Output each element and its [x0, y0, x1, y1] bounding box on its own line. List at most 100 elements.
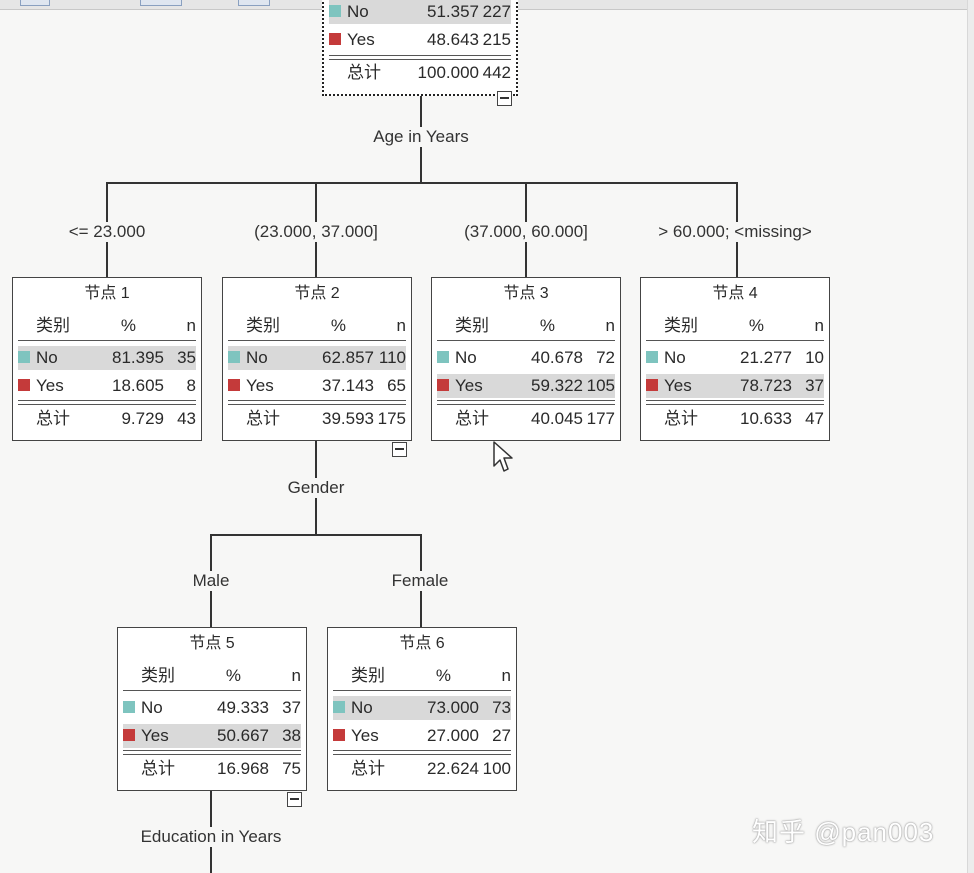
- percent-value: 21.277: [740, 348, 792, 367]
- header-percent: %: [435, 666, 451, 685]
- category-label: No: [36, 348, 58, 367]
- category-row-no: No 21.277 10: [646, 346, 824, 370]
- total-label: 总计: [351, 759, 385, 778]
- tree-node-5[interactable]: 节点 5 类别 % n No 49.333 37 Yes 50.667 38 总…: [117, 627, 307, 791]
- node-title: 节点 6: [399, 635, 445, 652]
- header-category: 类别: [141, 666, 175, 685]
- percent-value: 39.593: [322, 409, 374, 428]
- count-value: 72: [596, 348, 615, 367]
- category-label: No: [347, 2, 369, 21]
- category-row-yes: Yes 48.643 215: [329, 28, 511, 52]
- total-label: 总计: [246, 409, 280, 428]
- percent-value: 62.857: [322, 348, 374, 367]
- category-row-yes: Yes 18.605 8: [18, 374, 196, 398]
- header-category: 类别: [246, 316, 280, 335]
- percent-value: 10.633: [740, 409, 792, 428]
- no-swatch-icon: [437, 351, 449, 363]
- category-row-yes: Yes 50.667 38: [123, 724, 301, 748]
- no-swatch-icon: [646, 351, 658, 363]
- percent-value: 50.667: [217, 726, 269, 745]
- branch-label-female: Female: [388, 571, 452, 591]
- header-n: n: [186, 316, 196, 335]
- header-row: 类别 % n: [123, 664, 301, 688]
- no-swatch-icon: [123, 701, 135, 713]
- category-label: Yes: [347, 30, 375, 49]
- divider: [18, 340, 196, 341]
- category-label: Yes: [664, 376, 692, 395]
- node-title: 节点 3: [503, 285, 549, 302]
- watermark: 知乎 @pan003: [752, 817, 935, 847]
- split-label-age: Age in Years: [370, 127, 472, 147]
- percent-value: 18.605: [112, 376, 164, 395]
- percent-value: 9.729: [121, 409, 164, 428]
- total-row: 总计 22.624 100: [333, 757, 511, 781]
- divider: [123, 750, 301, 755]
- tree-node-3[interactable]: 节点 3 类别 % n No 40.678 72 Yes 59.322 105 …: [431, 277, 621, 441]
- total-label: 总计: [455, 409, 489, 428]
- divider: [333, 690, 511, 691]
- count-value: 65: [387, 376, 406, 395]
- collapse-toggle-icon[interactable]: [497, 91, 512, 106]
- mouse-pointer-icon: [493, 441, 513, 472]
- collapse-toggle-icon[interactable]: [287, 792, 302, 807]
- count-value: 100: [482, 759, 511, 778]
- divider: [437, 400, 615, 405]
- percent-value: 27.000: [427, 726, 479, 745]
- no-swatch-icon: [333, 701, 345, 713]
- count-value: 215: [482, 30, 511, 49]
- category-label: No: [246, 348, 268, 367]
- count-value: 37: [805, 376, 824, 395]
- node-title: 节点 4: [712, 285, 758, 302]
- no-swatch-icon: [228, 351, 240, 363]
- divider: [646, 340, 824, 341]
- percent-value: 40.045: [531, 409, 583, 428]
- category-row-no: No 73.000 73: [333, 696, 511, 720]
- divider: [333, 750, 511, 755]
- category-label: Yes: [455, 376, 483, 395]
- divider: [646, 400, 824, 405]
- percent-value: 37.143: [322, 376, 374, 395]
- tree-node-root[interactable]: No 51.357 227 Yes 48.643 215 总计 100.000 …: [322, 0, 518, 96]
- header-category: 类别: [351, 666, 385, 685]
- branch-label-age-2: (23.000, 37.000]: [251, 222, 381, 242]
- category-label: Yes: [246, 376, 274, 395]
- percent-value: 48.643: [427, 30, 479, 49]
- category-row-yes: Yes 59.322 105: [437, 374, 615, 398]
- yes-swatch-icon: [333, 729, 345, 741]
- no-swatch-icon: [18, 351, 30, 363]
- vertical-scrollbar[interactable]: [967, 0, 974, 873]
- percent-value: 100.000: [417, 63, 479, 82]
- divider: [329, 55, 511, 60]
- toolbar-button[interactable]: [140, 0, 182, 6]
- tree-node-6[interactable]: 节点 6 类别 % n No 73.000 73 Yes 27.000 27 总…: [327, 627, 517, 791]
- tree-node-2[interactable]: 节点 2 类别 % n No 62.857 110 Yes 37.143 65 …: [222, 277, 412, 441]
- category-row-yes: Yes 78.723 37: [646, 374, 824, 398]
- divider: [228, 340, 406, 341]
- total-label: 总计: [664, 409, 698, 428]
- count-value: 105: [586, 376, 615, 395]
- total-row: 总计 40.045 177: [437, 407, 615, 431]
- count-value: 177: [586, 409, 615, 428]
- node-title: 节点 5: [189, 635, 235, 652]
- divider: [123, 690, 301, 691]
- toolbar-button[interactable]: [20, 0, 50, 6]
- divider: [228, 400, 406, 405]
- count-value: 110: [378, 348, 406, 367]
- branch-label-age-3: (37.000, 60.000]: [461, 222, 591, 242]
- count-value: 27: [492, 726, 511, 745]
- percent-value: 73.000: [427, 698, 479, 717]
- header-n: n: [814, 316, 824, 335]
- branch-label-male: Male: [189, 571, 233, 591]
- split-label-gender: Gender: [284, 478, 348, 498]
- toolbar-button[interactable]: [238, 0, 270, 6]
- header-percent: %: [748, 316, 764, 335]
- node-title: 节点 2: [294, 285, 340, 302]
- count-value: 10: [805, 348, 824, 367]
- header-percent: %: [539, 316, 555, 335]
- header-row: 类别 % n: [18, 314, 196, 338]
- collapse-toggle-icon[interactable]: [392, 442, 407, 457]
- tree-node-1[interactable]: 节点 1 类别 % n No 81.395 35 Yes 18.605 8 总计…: [12, 277, 202, 441]
- category-label: Yes: [36, 376, 64, 395]
- tree-node-4[interactable]: 节点 4 类别 % n No 21.277 10 Yes 78.723 37 总…: [640, 277, 830, 441]
- yes-swatch-icon: [18, 379, 30, 391]
